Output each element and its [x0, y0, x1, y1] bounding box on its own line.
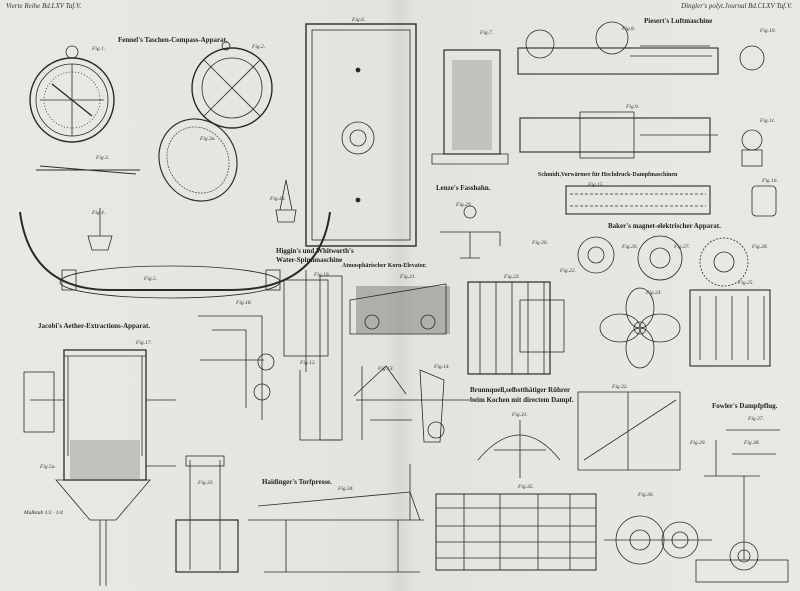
- fig-label-7: Fig.7.: [480, 30, 494, 36]
- fig-label-9: Fig.9.: [626, 104, 640, 110]
- fig-label-16: Fig.16.: [762, 178, 778, 184]
- fig-label-27: Fig.27.: [674, 244, 690, 250]
- caption-fowler: Fowler's Dampfpflug.: [712, 402, 778, 410]
- fig-label-5a: Fig.5a.: [40, 464, 56, 470]
- fig-label-23: Fig.23.: [504, 274, 520, 280]
- fig-label-29: Fig.29.: [456, 202, 472, 208]
- fig-label-18: Fig.18.: [236, 300, 252, 306]
- fig-label-30: Fig.30.: [532, 240, 548, 246]
- fig-label-21: Fig.21.: [400, 274, 416, 280]
- fig-label-6: Fig.6.: [352, 17, 366, 23]
- fig-label-3: Fig.3.: [96, 155, 110, 161]
- fig-label-13: Fig.13.: [378, 366, 394, 372]
- fig-label-35: Fig.35.: [518, 484, 534, 490]
- fig-label-5: Fig.5.: [144, 276, 158, 282]
- caption-fenzel: Fennel's Taschen-Compass-Apparat.: [118, 36, 228, 44]
- fig-label-11: Fig.11.: [760, 118, 776, 124]
- caption-higgins-1: Higgin's und Whitworth's: [276, 247, 354, 255]
- caption-brunnquell-1: Brunnquell,selbstthätiger Rührer: [470, 386, 571, 394]
- caption-atmospheric: Atmosphärischer Korn-Elevator.: [342, 263, 427, 269]
- ether-extractor: [23, 349, 176, 586]
- fig-label-15: Fig.15.: [588, 182, 604, 188]
- magnet-lobes: [599, 287, 681, 369]
- fig-label-1: Fig.1.: [92, 46, 106, 52]
- caption-schmidt: Schmidt,Vorwärmer für Hochdruck-Dampfmas…: [538, 172, 678, 178]
- caption-jacobi: Jacobi's Aether-Extractions-Apparat.: [38, 322, 151, 330]
- caption-haidinger: Haidinger's Torfpresse.: [262, 478, 332, 486]
- plate-header-left: Vierte Reihe Bd.LXV Taf.V.: [6, 2, 82, 10]
- caption-massstab: Maßstab 1/2 · 1/4: [24, 510, 63, 516]
- fig-label-34: Fig.34.: [338, 486, 354, 492]
- compass-dial: [29, 45, 115, 143]
- caption-piesert: Piesert's Luftmaschine: [644, 17, 713, 25]
- compass-open: [191, 41, 273, 129]
- fig-label-33: Fig.33.: [198, 480, 214, 486]
- fig-label-38: Fig.38.: [744, 440, 760, 446]
- caption-brunnquell-2: beim Kochen mit directem Dampf.: [470, 396, 574, 404]
- fig-label-36: Fig.36.: [638, 492, 654, 498]
- fig-label-28: Fig.28.: [752, 244, 768, 250]
- fig-label-32: Fig.32.: [612, 384, 628, 390]
- fig-label-4: Fig.4.: [92, 210, 106, 216]
- fig-label-31: Fig.31.: [512, 412, 528, 418]
- fig-label-3a: Fig.3a.: [200, 136, 216, 142]
- fig-label-19: Fig.19.: [314, 272, 330, 278]
- fig-label-17: Fig.17.: [136, 340, 152, 346]
- fig-label-25: Fig.25.: [738, 280, 754, 286]
- fig-label-26: Fig.26.: [622, 244, 638, 250]
- plate-header-right: Dingler's polyt.Journal Bd.CLXV Taf.V.: [681, 2, 792, 10]
- fig-label-8: Fig.8.: [622, 26, 636, 32]
- fig-label-14: Fig.14.: [434, 364, 450, 370]
- fig-label-2: Fig.2.: [252, 44, 266, 50]
- fig-label-20: Fig.20.: [690, 440, 706, 446]
- fig-label-12: Fig.12.: [300, 360, 316, 366]
- fig-label-24: Fig.24.: [646, 290, 662, 296]
- caption-higgins-2: Water-Spinnmaschine: [276, 256, 343, 264]
- fig-label-22: Fig.22.: [560, 268, 576, 274]
- caption-baker: Baker's magnet-elektrischer Apparat.: [608, 222, 721, 230]
- fig-label-4a: Fig.4a.: [270, 196, 286, 202]
- fig-label-37: Fig.37.: [748, 416, 764, 422]
- fig-label-10: Fig.10.: [760, 28, 776, 34]
- caption-lenze: Lenze's Fasshahn.: [436, 184, 491, 192]
